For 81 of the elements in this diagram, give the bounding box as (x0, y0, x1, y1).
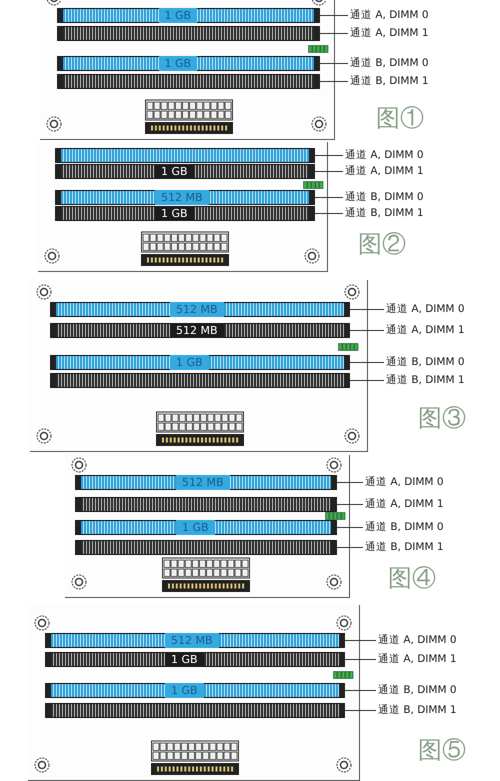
channel-label: 通道 B, DIMM 0 (350, 57, 429, 70)
leader-line (350, 330, 384, 331)
channel-label: 通道 A, DIMM 1 (365, 498, 444, 511)
memory-slot (57, 26, 320, 41)
module-label: 1 GB (165, 652, 204, 667)
memory-slot (75, 540, 337, 555)
channel-label: 通道 B, DIMM 0 (365, 521, 444, 534)
leader-line (320, 33, 348, 34)
leader-line (350, 380, 384, 381)
memory-slot (45, 703, 345, 718)
module-label: 1 GB (155, 206, 194, 221)
channel-label: 通道 A, DIMM 1 (350, 27, 429, 40)
figure-label: 图① (376, 103, 424, 134)
leader-line (350, 362, 384, 363)
leader-line (344, 710, 376, 711)
module-label: 1 GB (158, 8, 198, 23)
memory-slot (50, 373, 350, 388)
channel-label: 通道 B, DIMM 1 (365, 541, 444, 554)
figure-label: 图② (358, 229, 406, 260)
channel-label: 通道 A, DIMM 0 (386, 303, 465, 316)
circuit-board (40, 0, 335, 140)
module-label: 512 MB (170, 302, 224, 317)
memory-slot (50, 302, 350, 317)
channel-label: 通道 B, DIMM 1 (345, 207, 424, 220)
memory-slot (57, 56, 320, 71)
module-label: 1 GB (155, 164, 194, 179)
leader-line (320, 63, 348, 64)
leader-line (344, 640, 376, 641)
channel-label: 通道 A, DIMM 0 (350, 9, 429, 22)
channel-label: 通道 B, DIMM 1 (378, 704, 457, 717)
module-label: 1 GB (176, 520, 215, 535)
channel-label: 通道 A, DIMM 1 (345, 165, 424, 178)
leader-line (314, 155, 344, 156)
channel-label: 通道 A, DIMM 0 (345, 149, 424, 162)
leader-line (320, 15, 348, 16)
module-label: 512 MB (155, 190, 209, 205)
channel-label: 通道 B, DIMM 0 (345, 191, 424, 204)
channel-label: 通道 B, DIMM 1 (386, 374, 465, 387)
channel-label: 通道 B, DIMM 1 (350, 75, 429, 88)
memory-slot (50, 355, 350, 370)
leader-line (336, 504, 364, 505)
module-label: 1 GB (165, 683, 204, 698)
module-label: 512 MB (170, 323, 224, 338)
circuit-board (65, 455, 350, 598)
circuit-board (38, 142, 328, 272)
memory-slot (75, 520, 337, 535)
memory-slot (55, 206, 315, 221)
module-label: 1 GB (170, 355, 209, 370)
memory-slot (45, 652, 345, 667)
figure-label: 图③ (418, 403, 466, 434)
memory-slot (75, 497, 337, 512)
memory-slot (50, 323, 350, 338)
leader-line (314, 197, 344, 198)
module-label: 512 MB (176, 475, 230, 490)
module-label: 512 MB (165, 633, 219, 648)
leader-line (314, 171, 344, 172)
channel-label: 通道 B, DIMM 0 (386, 356, 465, 369)
leader-line (336, 527, 364, 528)
module-label: 1 GB (158, 56, 198, 71)
channel-label: 通道 A, DIMM 1 (386, 324, 465, 337)
leader-line (336, 547, 364, 548)
channel-label: 通道 A, DIMM 0 (365, 476, 444, 489)
leader-line (350, 309, 384, 310)
memory-slot (45, 633, 345, 648)
figure-label: 图⑤ (418, 735, 466, 766)
leader-line (314, 213, 344, 214)
channel-label: 通道 A, DIMM 0 (378, 634, 457, 647)
memory-slot (57, 74, 320, 89)
channel-label: 通道 A, DIMM 1 (378, 653, 457, 666)
leader-line (344, 659, 376, 660)
leader-line (336, 482, 364, 483)
memory-slot (55, 190, 315, 205)
leader-line (344, 690, 376, 691)
memory-slot (75, 475, 337, 490)
memory-slot (45, 683, 345, 698)
memory-slot (55, 148, 315, 163)
channel-label: 通道 B, DIMM 0 (378, 684, 457, 697)
leader-line (320, 81, 348, 82)
memory-slot (55, 164, 315, 179)
memory-slot (57, 8, 320, 23)
figure-label: 图④ (388, 563, 436, 594)
